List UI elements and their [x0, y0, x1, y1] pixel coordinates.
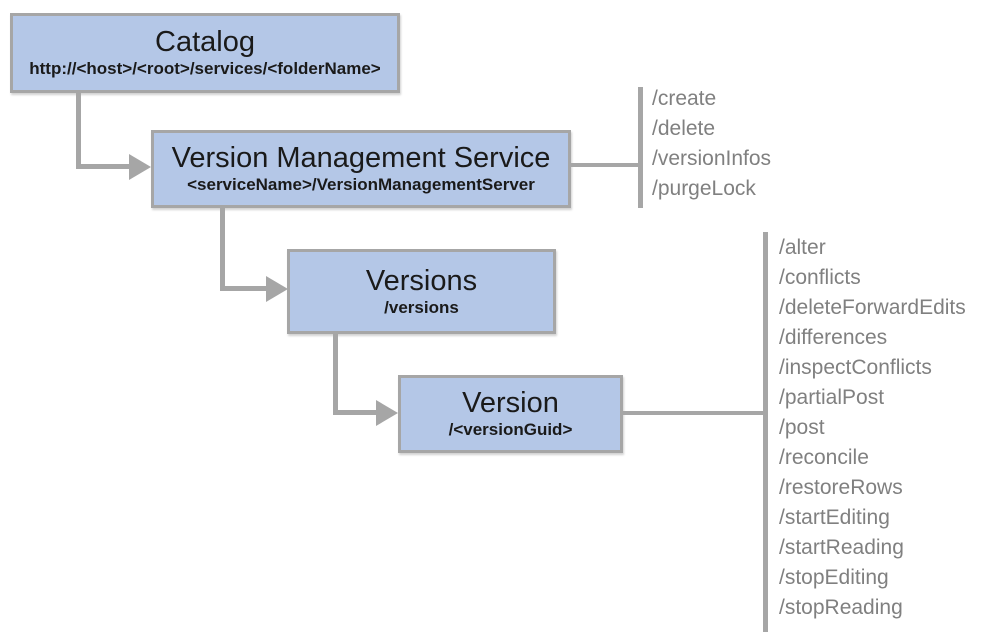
catalog-title: Catalog: [155, 26, 255, 59]
operation-item: /purgeLock: [652, 177, 756, 200]
version-title: Version: [462, 387, 559, 420]
operation-item: /stopEditing: [779, 566, 889, 589]
operation-item: /create: [652, 87, 717, 110]
vms-url: <serviceName>/VersionManagementServer: [187, 175, 535, 195]
catalog-url: http://<host>/<root>/services/<folderNam…: [29, 59, 381, 79]
connector-catalog-to-vms-horizontal: [76, 164, 131, 169]
arrowhead-icon: [129, 154, 151, 180]
connector-catalog-to-vms-vertical: [76, 91, 81, 169]
operation-item: /versionInfos: [652, 147, 772, 170]
connector-version-to-operations: [623, 411, 765, 415]
operation-item: /startEditing: [779, 506, 890, 529]
operation-item: /reconcile: [779, 446, 869, 469]
version-management-service-node: Version Management Service <serviceName>…: [151, 130, 571, 208]
versions-node: Versions /versions: [287, 249, 556, 334]
versions-url: /versions: [384, 297, 459, 317]
vms-operations-bracket: [638, 87, 643, 208]
version-url: /<versionGuid>: [448, 420, 573, 440]
connector-versions-to-version-horizontal: [333, 410, 378, 415]
version-operations-list: /alter /conflicts /deleteForwardEdits /d…: [779, 233, 966, 623]
connector-versions-to-version-vertical: [333, 331, 338, 415]
operation-item: /alter: [779, 236, 826, 259]
vms-operations-list: /create /delete /versionInfos /purgeLock: [652, 84, 771, 204]
connector-vms-to-operations: [571, 163, 640, 167]
arrowhead-icon: [376, 400, 398, 426]
operation-item: /partialPost: [779, 386, 885, 409]
version-node: Version /<versionGuid>: [398, 375, 623, 453]
connector-vms-to-versions-vertical: [220, 206, 225, 291]
operation-item: /deleteForwardEdits: [779, 296, 966, 319]
arrowhead-icon: [266, 276, 288, 302]
operation-item: /restoreRows: [779, 476, 903, 499]
version-operations-bracket: [763, 232, 768, 632]
operation-item: /post: [779, 416, 825, 439]
operation-item: /differences: [779, 326, 888, 349]
versions-title: Versions: [365, 264, 478, 297]
catalog-node: Catalog http://<host>/<root>/services/<f…: [10, 13, 400, 93]
operation-item: /conflicts: [779, 266, 861, 289]
operation-item: /inspectConflicts: [779, 356, 932, 379]
operation-item: /startReading: [779, 536, 904, 559]
operation-item: /delete: [652, 117, 716, 140]
operation-item: /stopReading: [779, 596, 903, 619]
vms-title: Version Management Service: [171, 142, 551, 175]
connector-vms-to-versions-horizontal: [220, 286, 268, 291]
